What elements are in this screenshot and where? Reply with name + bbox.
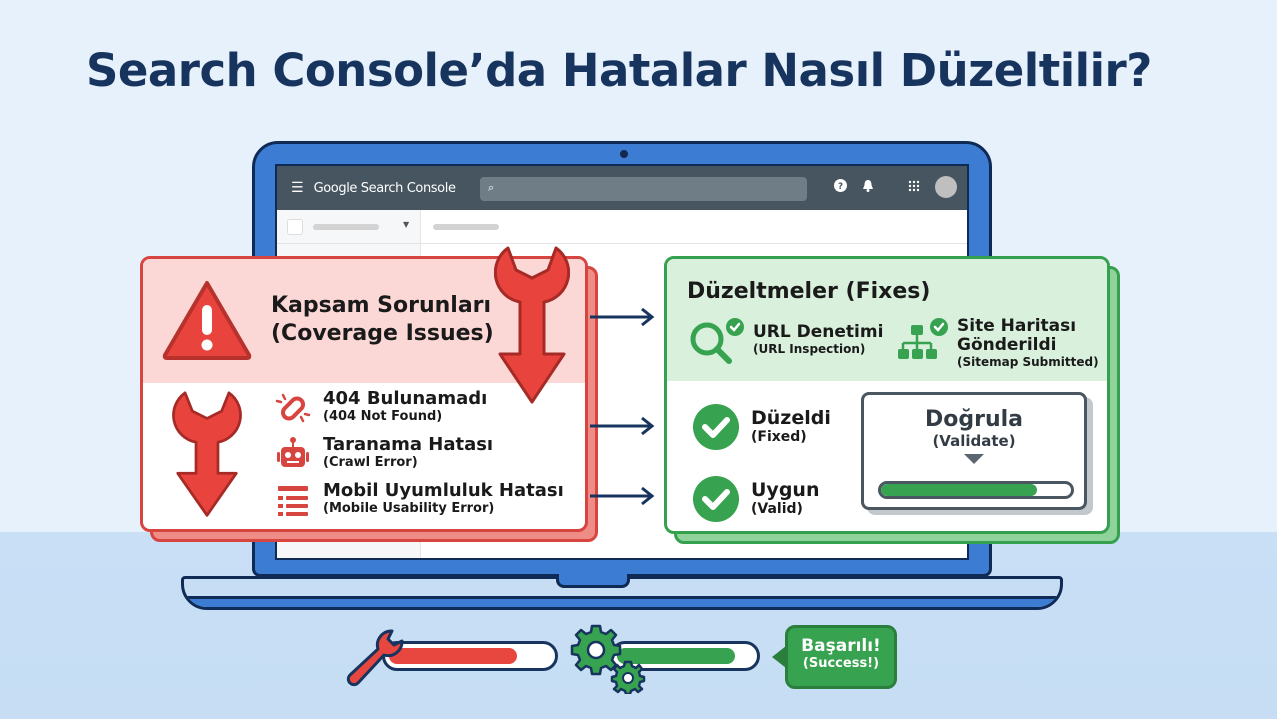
gsc-subheader	[277, 210, 967, 244]
wrench-icon	[346, 629, 404, 687]
validate-button[interactable]: Doğrula (Validate)	[861, 392, 1087, 510]
menu-icon[interactable]: ☰	[291, 180, 304, 196]
check-circle-icon	[693, 404, 739, 450]
gears-icon	[570, 624, 646, 694]
issue-404[interactable]: 404 Bulunamadı (404 Not Found)	[273, 389, 487, 429]
chevron-down-icon[interactable]: ▼	[403, 220, 410, 229]
process-progress-bar	[610, 641, 760, 671]
tool-url-inspection[interactable]: URL Denetimi (URL Inspection)	[687, 317, 883, 367]
page-title-placeholder	[433, 224, 499, 230]
coverage-issues-panel: Kapsam Sorunları (Coverage Issues) 404 B…	[140, 256, 588, 532]
status-valid: Uygun (Valid)	[691, 474, 819, 524]
gsc-header: ☰ Google Search Console ⌕ ?	[277, 166, 967, 210]
search-icon: ⌕	[488, 181, 495, 194]
validation-progress-bar	[878, 481, 1074, 499]
search-input[interactable]: ⌕	[480, 177, 807, 201]
svg-text:?: ?	[837, 182, 842, 192]
magnifier-check-icon	[690, 318, 744, 364]
sitemap-check-icon	[898, 318, 948, 359]
arrow-right-icon	[590, 486, 655, 506]
property-selector-placeholder[interactable]	[313, 224, 379, 230]
issue-crawl-error[interactable]: Taranama Hatası (Crawl Error)	[273, 435, 493, 475]
camera-dot	[620, 150, 628, 158]
property-checkbox[interactable]	[287, 219, 303, 235]
caret-down-icon	[964, 454, 984, 464]
page-title: Search Console’da Hatalar Nasıl Düzeltil…	[86, 44, 1152, 97]
arrow-right-icon	[590, 416, 655, 436]
help-icon[interactable]: ?	[833, 179, 847, 195]
success-badge: Başarılı! (Success!)	[772, 625, 897, 689]
coverage-title: Kapsam Sorunları (Coverage Issues)	[271, 293, 494, 346]
tool-sitemap[interactable]: Site Haritası Gönderildi (Sitemap Submit…	[897, 317, 1099, 370]
avatar[interactable]	[935, 176, 957, 198]
wrench-arrow-icon	[494, 246, 570, 404]
arrow-right-icon	[590, 307, 655, 327]
wrench-arrow-icon-2	[172, 391, 242, 517]
list-icon	[278, 486, 308, 516]
warning-triangle-icon	[162, 281, 252, 360]
laptop-notch	[556, 574, 630, 588]
fixes-title: Düzeltmeler (Fixes)	[687, 279, 931, 304]
broken-link-icon	[275, 393, 311, 423]
robot-icon	[277, 437, 309, 467]
apps-grid-icon[interactable]	[907, 180, 921, 195]
gsc-logo: Google Search Console	[313, 180, 456, 196]
issue-mobile-usability[interactable]: Mobil Uyumluluk Hatası (Mobile Usability…	[273, 481, 564, 521]
status-fixed: Düzeldi (Fixed)	[691, 402, 831, 452]
repair-progress-bar	[382, 641, 558, 671]
bell-icon[interactable]	[861, 179, 875, 195]
check-circle-icon	[693, 476, 739, 522]
